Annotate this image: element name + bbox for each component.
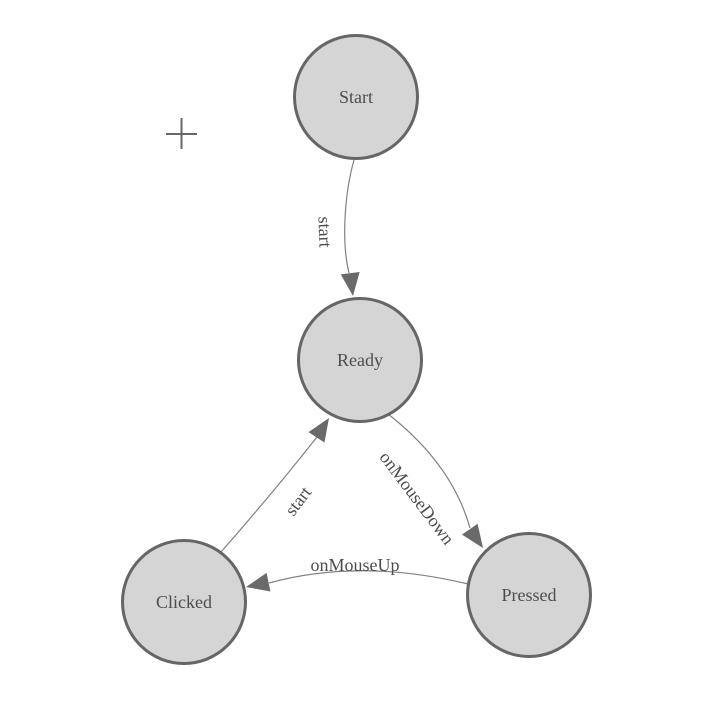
transition-clicked-to-ready[interactable]: start bbox=[220, 413, 337, 553]
state-label: Pressed bbox=[502, 585, 557, 605]
state-circle[interactable] bbox=[297, 297, 423, 423]
state-circle[interactable] bbox=[293, 34, 419, 160]
transition-start-to-ready[interactable]: start bbox=[314, 159, 362, 297]
transition-line bbox=[220, 436, 318, 553]
transition-label: start bbox=[281, 483, 316, 520]
arrowhead-icon bbox=[340, 272, 360, 296]
state-circle[interactable] bbox=[466, 532, 592, 658]
arrowhead-icon bbox=[246, 572, 271, 592]
state-node-clicked[interactable]: Clicked bbox=[121, 539, 247, 665]
state-label: Clicked bbox=[156, 592, 212, 612]
state-node-pressed[interactable]: Pressed bbox=[466, 532, 592, 658]
state-circle[interactable] bbox=[121, 539, 247, 665]
state-label: Start bbox=[339, 87, 373, 107]
state-label: Ready bbox=[337, 350, 383, 370]
transition-ready-to-pressed[interactable]: onMouseDown bbox=[376, 413, 491, 553]
transition-label: start bbox=[314, 216, 335, 248]
transition-label: onMouseDown bbox=[376, 448, 459, 549]
transition-label: onMouseUp bbox=[311, 555, 400, 575]
state-node-start[interactable]: Start bbox=[293, 34, 419, 160]
plus-crosshair-icon[interactable] bbox=[166, 118, 197, 149]
arrowhead-icon bbox=[308, 418, 329, 443]
transition-pressed-to-clicked[interactable]: onMouseUp bbox=[244, 555, 469, 596]
transition-line bbox=[387, 413, 471, 529]
arrowhead-icon bbox=[462, 523, 483, 548]
state-node-ready[interactable]: Ready bbox=[297, 297, 423, 423]
transition-line bbox=[268, 570, 469, 585]
transition-line bbox=[344, 159, 355, 274]
